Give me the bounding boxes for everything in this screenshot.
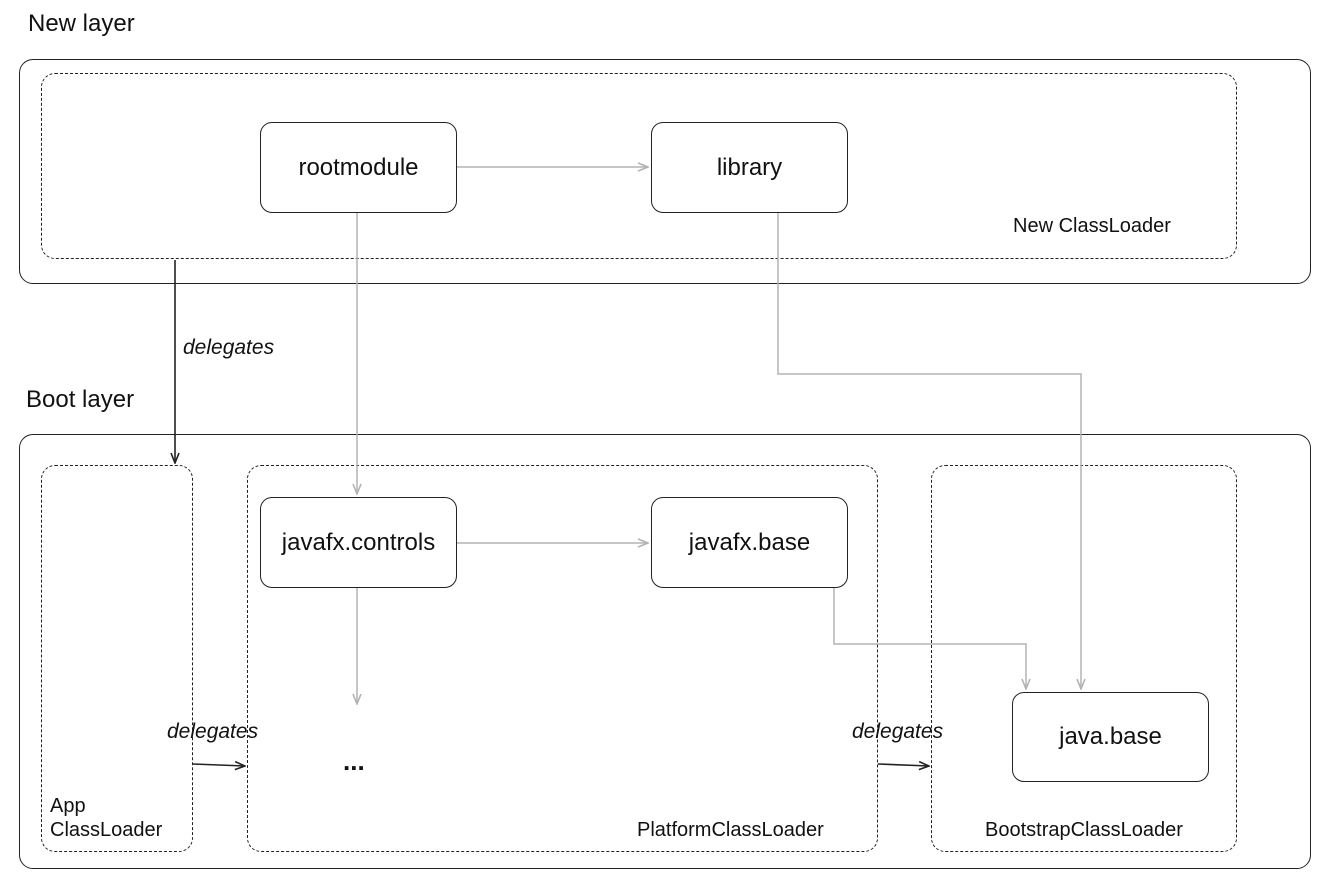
module-rootmodule[interactable]: rootmodule [260,122,457,213]
boot-layer-title: Boot layer [26,386,135,413]
delegates-label-app-to-platform: delegates [167,720,259,743]
new-classloader-label: New ClassLoader [1013,215,1171,237]
boot-layer-frame [19,434,1311,869]
new-classloader-region [41,73,1237,259]
module-javafx-base[interactable]: javafx.base [651,497,848,588]
platform-classloader-region [247,465,878,852]
edge-platform-to-bootstrap-delegation [877,764,929,766]
module-library[interactable]: library [651,122,848,213]
new-layer-frame [19,59,1311,284]
edge-library-to-java-base [777,212,1081,689]
edge-app-to-platform-delegation [192,764,245,766]
app-classloader-region [41,465,193,852]
platform-classloader-label: PlatformClassLoader [637,819,824,841]
edge-javafx-base-to-java-base [833,588,1026,689]
delegates-label-new-to-app: delegates [183,336,275,359]
more-modules-ellipsis: ... [343,746,365,776]
module-java-base[interactable]: java.base [1012,692,1209,782]
module-javafx-controls[interactable]: javafx.controls [260,497,457,588]
app-classloader-label-line2: ClassLoader [50,819,163,841]
new-layer-title: New layer [28,10,135,37]
bootstrap-classloader-label: BootstrapClassLoader [985,819,1183,841]
bootstrap-classloader-region [931,465,1237,852]
delegates-label-platform-to-bootstrap: delegates [852,720,944,743]
app-classloader-label-line1: App [50,795,86,817]
